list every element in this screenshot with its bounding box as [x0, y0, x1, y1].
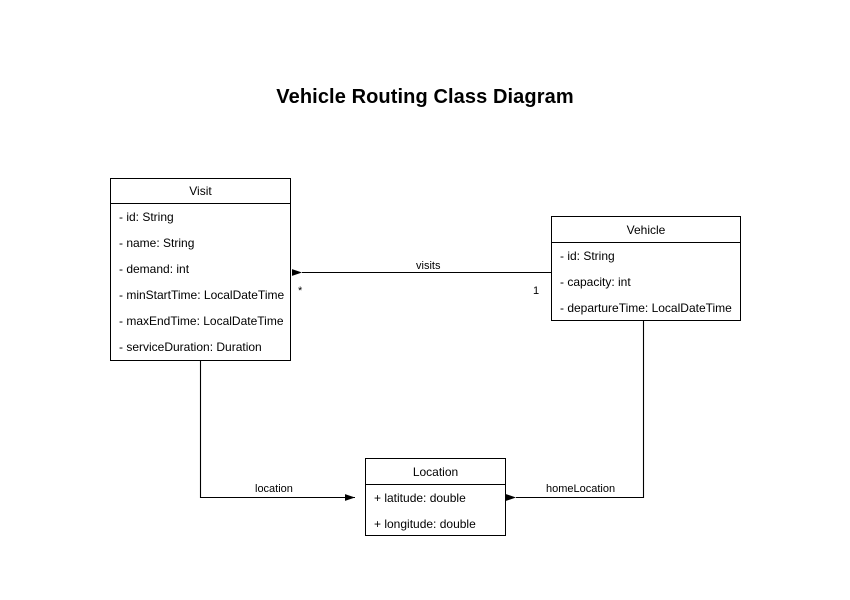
uml-class-location-attributes: + latitude: double + longitude: double — [366, 485, 505, 537]
edge-home-location — [506, 321, 645, 501]
uml-attribute: - id: String — [560, 249, 615, 263]
uml-attribute: - departureTime: LocalDateTime — [560, 301, 732, 315]
uml-attribute: - minStartTime: LocalDateTime — [119, 288, 285, 302]
uml-attribute: - name: String — [119, 236, 195, 250]
uml-class-vehicle-name: Vehicle — [552, 217, 740, 243]
page-title: Vehicle Routing Class Diagram — [276, 86, 574, 108]
uml-class-visit[interactable]: Visit - id: String - name: String - dema… — [110, 178, 291, 361]
uml-attribute: + longitude: double — [374, 517, 476, 531]
uml-class-vehicle-attributes: - id: String - capacity: int - departure… — [552, 243, 740, 321]
multiplicity-visit: * — [298, 285, 303, 297]
uml-class-visit-attributes: - id: String - name: String - demand: in… — [111, 204, 290, 360]
uml-class-visit-name: Visit — [111, 179, 290, 204]
multiplicity-vehicle: 1 — [533, 285, 540, 297]
uml-attribute: - demand: int — [119, 262, 190, 276]
uml-attribute: - serviceDuration: Duration — [119, 340, 262, 354]
edge-label-location: location — [255, 483, 293, 495]
uml-attribute: - maxEndTime: LocalDateTime — [119, 314, 284, 328]
uml-attribute: + latitude: double — [374, 491, 466, 505]
edge-label-home-location: homeLocation — [546, 483, 616, 495]
edge-label-visits: visits — [416, 260, 441, 272]
uml-class-vehicle[interactable]: Vehicle - id: String - capacity: int - d… — [551, 216, 741, 321]
uml-class-location-name: Location — [366, 459, 505, 485]
edge-location — [199, 361, 355, 501]
uml-attribute: - id: String — [119, 210, 174, 224]
uml-attribute: - capacity: int — [560, 275, 631, 289]
uml-class-location[interactable]: Location + latitude: double + longitude:… — [365, 458, 506, 536]
